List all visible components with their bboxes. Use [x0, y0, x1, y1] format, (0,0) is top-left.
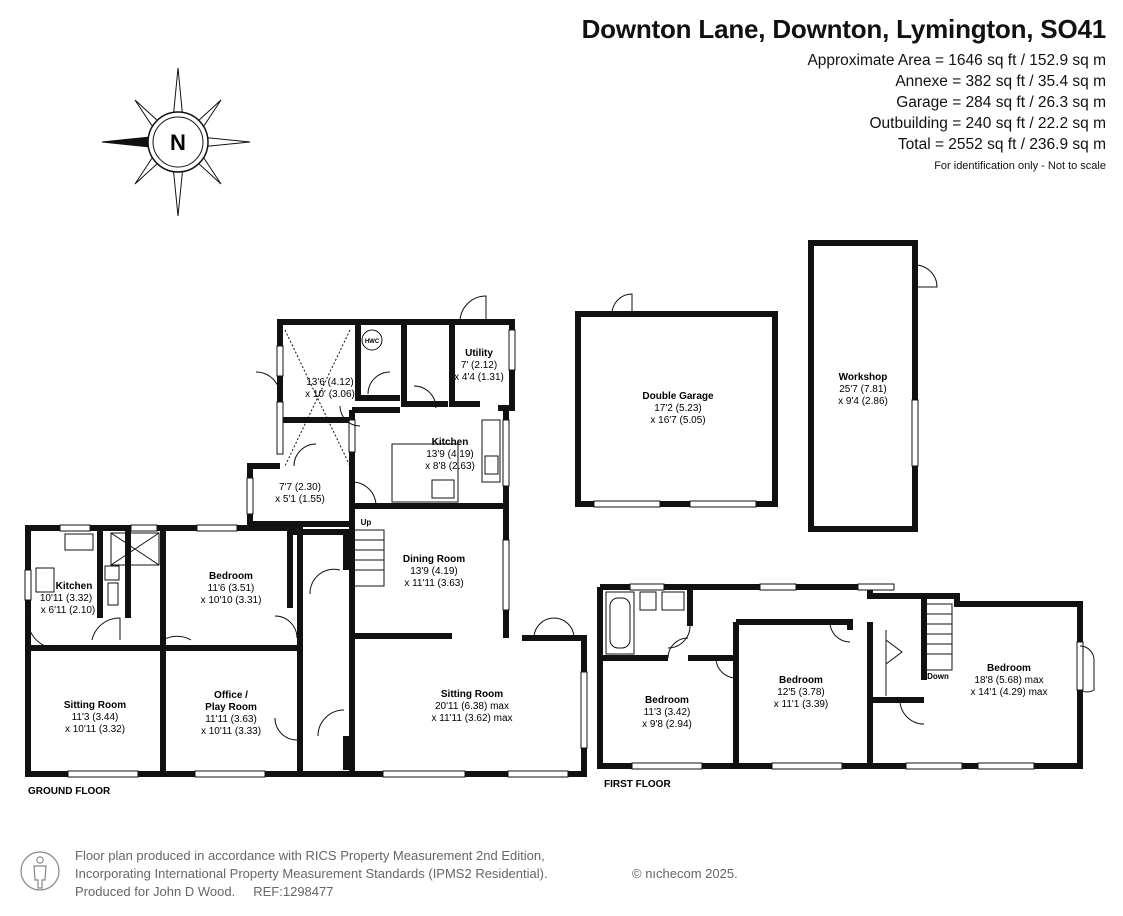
- hall-small-dim1: 13'6 (4.12): [306, 377, 354, 388]
- footer-line-1: Floor plan produced in accordance with R…: [75, 848, 545, 863]
- office-name-1: Office /: [214, 690, 248, 701]
- bedroom-f2-name: Bedroom: [779, 675, 823, 686]
- footer-line-3: Produced for John D Wood. REF:1298477: [75, 884, 334, 899]
- kitchen-main-name: Kitchen: [432, 437, 469, 448]
- kitchen-annexe-name: Kitchen: [56, 581, 93, 592]
- garage-area: Garage = 284 sq ft / 26.3 sq m: [896, 94, 1106, 111]
- bedroom-f1-dim1: 11'3 (3.42): [644, 707, 691, 718]
- office-name-2: Play Room: [205, 702, 257, 713]
- dining-dim2: x 11'11 (3.63): [404, 578, 463, 589]
- page-title: Downton Lane, Downton, Lymington, SO41: [581, 14, 1107, 44]
- ground-floor-label: GROUND FLOOR: [28, 786, 111, 797]
- workshop-name: Workshop: [839, 372, 888, 383]
- bedroom-ground-dim1: 11'6 (3.51): [208, 583, 255, 594]
- hwc-label: HWC: [365, 339, 380, 345]
- compass-rose-icon: N: [101, 67, 251, 217]
- garage-dim2: x 16'7 (5.05): [650, 415, 705, 426]
- bedroom-f1-dim2: x 9'8 (2.94): [642, 719, 692, 730]
- annexe-area: Annexe = 382 sq ft / 35.4 sq m: [895, 73, 1106, 90]
- bedroom-f1-name: Bedroom: [645, 695, 689, 706]
- sitting-annexe-dim1: 11'3 (3.44): [72, 712, 119, 723]
- annexe-block: [24, 524, 303, 778]
- garage-dim1: 17'2 (5.23): [654, 403, 702, 414]
- compass-north-letter: N: [170, 130, 186, 155]
- bedroom-ground-name: Bedroom: [209, 571, 253, 582]
- utility-dim2: x 4'4 (1.31): [454, 372, 504, 383]
- sitting-main-name: Sitting Room: [441, 689, 503, 700]
- dining-name: Dining Room: [403, 554, 465, 565]
- kitchen-main-dim1: 13'9 (4.19): [426, 449, 474, 460]
- total-area: Total = 2552 sq ft / 236.9 sq m: [897, 136, 1106, 153]
- kitchen-annexe-dim1: 10'11 (3.32): [40, 593, 92, 604]
- kitchen-main-dim2: x 8'8 (2.63): [425, 461, 475, 472]
- porch-dim1: 7'7 (2.30): [279, 482, 321, 493]
- main-house-block: [246, 295, 588, 778]
- stairs-up-label: Up: [361, 518, 372, 527]
- office-dim2: x 10'11 (3.33): [201, 726, 261, 737]
- footer-line-2: Incorporating International Property Mea…: [75, 866, 548, 881]
- bedroom-f3-name: Bedroom: [987, 663, 1031, 674]
- utility-name: Utility: [465, 348, 493, 359]
- garage-name: Double Garage: [642, 391, 714, 402]
- bedroom-f2-dim2: x 11'1 (3.39): [774, 699, 829, 710]
- brand-credit: © nıchecom 2025.: [632, 866, 738, 881]
- porch-dim2: x 5'1 (1.55): [275, 494, 325, 505]
- kitchen-annexe-dim2: x 6'11 (2.10): [41, 605, 96, 616]
- bedroom-ground-dim2: x 10'10 (3.31): [201, 595, 262, 606]
- sitting-annexe-dim2: x 10'11 (3.32): [65, 724, 125, 735]
- workshop-block: [808, 240, 938, 532]
- approximate-area: Approximate Area = 1646 sq ft / 152.9 sq…: [807, 52, 1106, 69]
- double-garage-block: [575, 293, 778, 508]
- sitting-main-dim2: x 11'11 (3.62) max: [431, 713, 512, 724]
- hall-small-dim2: x 10' (3.06): [305, 389, 355, 400]
- outbuilding-area: Outbuilding = 240 sq ft / 22.2 sq m: [869, 115, 1106, 132]
- sitting-annexe-name: Sitting Room: [64, 700, 126, 711]
- workshop-dim2: x 9'4 (2.86): [838, 396, 888, 407]
- sitting-main-dim1: 20'11 (6.38) max: [435, 701, 509, 712]
- bedroom-f3-dim1: 18'8 (5.68) max: [974, 675, 1043, 686]
- bedroom-f3-dim2: x 14'1 (4.29) max: [971, 687, 1048, 698]
- first-floor-label: FIRST FLOOR: [604, 779, 671, 790]
- scale-note: For identification only - Not to scale: [934, 160, 1106, 172]
- office-dim1: 11'11 (3.63): [205, 714, 257, 725]
- workshop-dim1: 25'7 (7.81): [839, 384, 887, 395]
- first-floor-block: [597, 583, 1095, 770]
- dining-dim1: 13'9 (4.19): [410, 566, 458, 577]
- bedroom-f2-dim1: 12'5 (3.78): [777, 687, 825, 698]
- utility-dim1: 7' (2.12): [461, 360, 497, 371]
- stairs-down-label: Down: [927, 672, 949, 681]
- person-silhouette-icon: [20, 851, 60, 891]
